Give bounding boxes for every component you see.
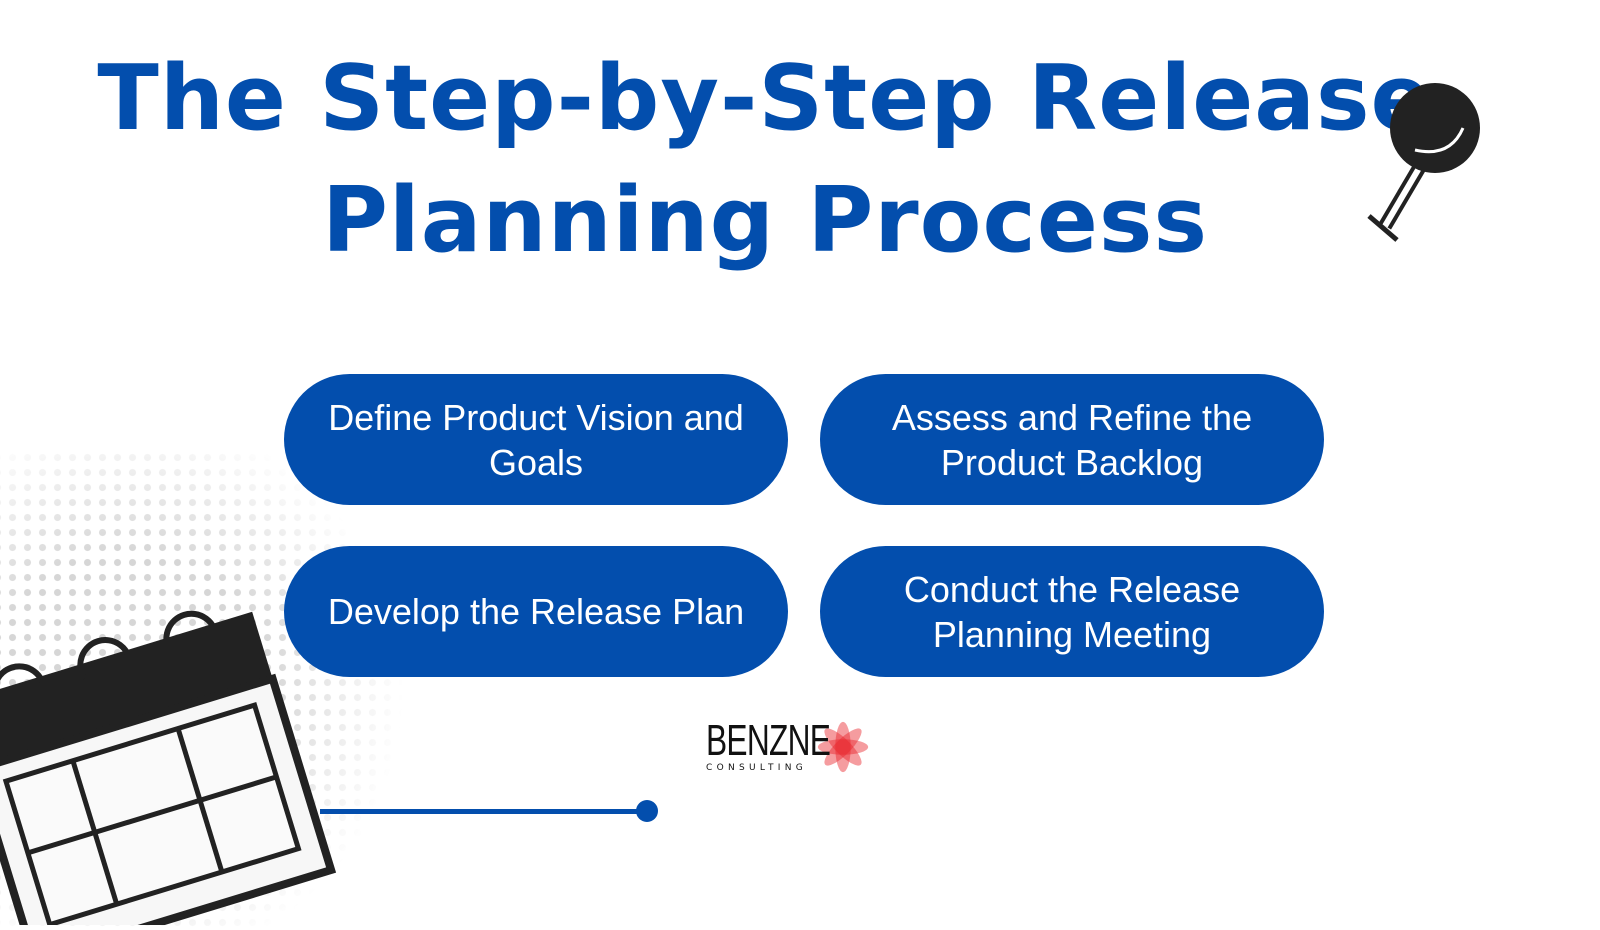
logo-name: BENZNE: [706, 716, 831, 765]
step-develop-plan: Develop the Release Plan: [284, 546, 788, 677]
step-assess-backlog: Assess and Refine the Product Backlog: [820, 374, 1324, 505]
logo-tagline: CONSULTING: [706, 763, 808, 773]
step-conduct-meeting: Conduct the Release Planning Meeting: [820, 546, 1324, 677]
step-label: Develop the Release Plan: [327, 591, 745, 632]
title-line-2: Planning Process: [321, 168, 1209, 273]
calendar-icon: [0, 610, 337, 925]
push-pin-icon: [1367, 83, 1480, 242]
step-label: Conduct the Release Planning Meeting: [903, 568, 1241, 655]
step-label: Assess and Refine the Product Backlog: [891, 396, 1253, 483]
benzne-logo: BENZNE CONSULTING: [706, 718, 872, 776]
title-line-1: The Step-by-Step Release: [97, 46, 1433, 151]
step-label: Define Product Vision and Goals: [328, 396, 744, 483]
connector-dot: [636, 800, 658, 822]
flower-logo-icon: [817, 721, 869, 773]
page-title: The Step-by-Step Release Planning Proces…: [0, 38, 1530, 282]
connector-line: [320, 809, 646, 814]
step-define-vision: Define Product Vision and Goals: [284, 374, 788, 505]
